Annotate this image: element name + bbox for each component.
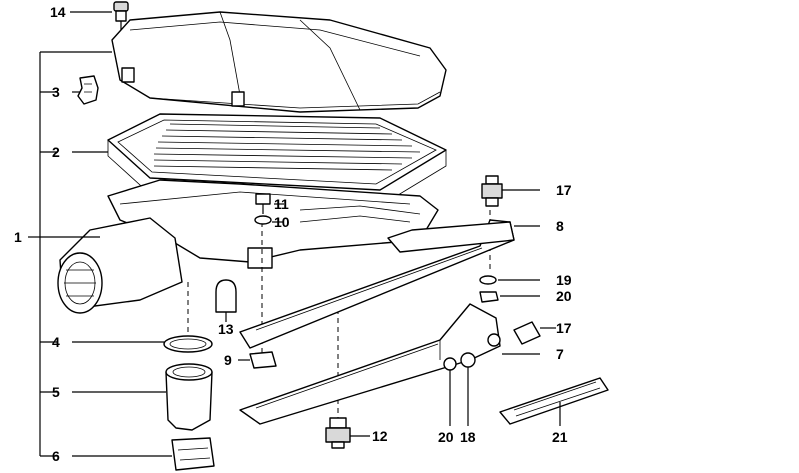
callout-5: 5 — [52, 384, 60, 400]
buffer-part-13[interactable] — [215, 279, 237, 322]
intake-sleeve-part-5[interactable] — [72, 363, 213, 431]
air-filter-cover[interactable] — [111, 11, 447, 113]
callout-13: 13 — [218, 321, 234, 337]
filter-element-part-2[interactable] — [72, 113, 447, 207]
callout-18: 18 — [460, 429, 476, 445]
strap-part-21[interactable] — [499, 377, 609, 426]
seal-ring-part-4[interactable] — [72, 335, 213, 353]
callout-labels: 14 3 2 1 4 5 6 11 10 13 9 12 17 8 19 20 … — [14, 4, 572, 464]
callout-14: 14 — [50, 4, 66, 20]
callout-10: 10 — [274, 214, 290, 230]
callout-20-lower: 20 — [438, 429, 454, 445]
callout-17-upper: 17 — [556, 182, 572, 198]
clip-nut-part-9[interactable] — [238, 351, 277, 369]
callout-9: 9 — [224, 352, 232, 368]
callout-2: 2 — [52, 144, 60, 160]
callout-3: 3 — [52, 84, 60, 100]
nut-part-20-lower[interactable] — [443, 357, 457, 426]
assembly-bracket — [28, 51, 112, 457]
washer-part-18[interactable] — [460, 352, 476, 426]
bracket-part-7[interactable] — [239, 303, 540, 425]
washer-part-10[interactable] — [254, 215, 284, 225]
callout-21: 21 — [552, 429, 568, 445]
air-filter-lower-housing[interactable] — [40, 179, 439, 314]
rubber-mount-part-17-upper[interactable] — [481, 175, 540, 207]
callout-6: 6 — [52, 448, 60, 464]
callout-7: 7 — [556, 346, 564, 362]
sensor-part-14[interactable] — [70, 1, 129, 30]
clip-part-3[interactable] — [72, 75, 99, 105]
callout-8: 8 — [556, 218, 564, 234]
callout-12: 12 — [372, 428, 388, 444]
bolt-part-11[interactable] — [255, 193, 284, 214]
rubber-mount-part-17-lower[interactable] — [513, 321, 556, 345]
buffer-part-12[interactable] — [325, 417, 370, 449]
callout-19: 19 — [556, 272, 572, 288]
washer-part-19[interactable] — [479, 275, 540, 285]
callout-17-lower: 17 — [556, 320, 572, 336]
callout-4: 4 — [52, 334, 60, 350]
nut-part-20-upper[interactable] — [479, 291, 540, 303]
callout-20-upper: 20 — [556, 288, 572, 304]
bracket-part-8[interactable] — [239, 219, 540, 349]
callout-11: 11 — [274, 196, 289, 212]
duct-part-6[interactable] — [72, 437, 215, 471]
callout-1: 1 — [14, 229, 22, 245]
